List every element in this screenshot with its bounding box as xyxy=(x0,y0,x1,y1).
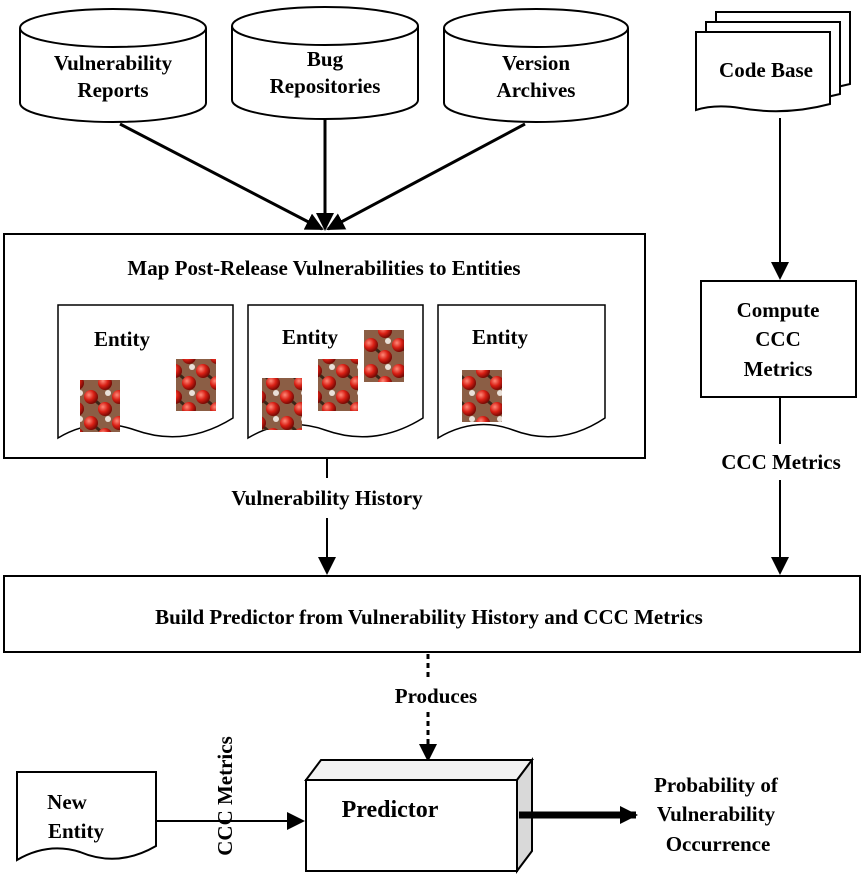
vulnerability-reports-line1: Vulnerability xyxy=(54,51,173,75)
code-base-document-stack: Code Base xyxy=(695,11,851,113)
entity-label-2: Entity xyxy=(282,325,339,349)
source-to-map-arrows xyxy=(119,120,526,231)
entity-document-2: Entity xyxy=(247,304,424,440)
predictor-box: Predictor xyxy=(304,757,534,874)
entity-label-3: Entity xyxy=(472,325,529,349)
map-box-title: Map Post-Release Vulnerabilities to Enti… xyxy=(127,256,520,280)
vulnerability-reports-line2: Reports xyxy=(77,78,148,102)
molecule-image xyxy=(364,330,404,382)
molecule-image xyxy=(318,359,358,411)
molecule-image xyxy=(262,378,302,430)
new-entity-to-predictor-edge: CCC Metrics xyxy=(156,736,305,856)
vulnerability-history-label: Vulnerability History xyxy=(231,486,423,510)
entity-document-3: Entity xyxy=(437,304,606,440)
vulnerability-reports-db: Vulnerability Reports xyxy=(19,8,207,123)
produces-label: Produces xyxy=(395,684,477,708)
compute-ccc-metrics-box: Compute CCC Metrics xyxy=(700,280,857,398)
code-base-label: Code Base xyxy=(719,58,813,82)
build-predictor-box: Build Predictor from Vulnerability Histo… xyxy=(3,575,861,653)
compute-box-line2: CCC xyxy=(755,327,801,351)
ccc-metrics-edge: CCC Metrics xyxy=(721,397,841,575)
new-entity-line1: New xyxy=(47,790,87,814)
output-line1: Probability of xyxy=(654,773,779,797)
map-vulnerabilities-box: Map Post-Release Vulnerabilities to Enti… xyxy=(3,233,646,459)
molecule-image xyxy=(462,370,502,422)
entity-document-1: Entity xyxy=(57,304,234,440)
new-entity-line2: Entity xyxy=(48,819,105,843)
molecule-image xyxy=(80,380,120,432)
compute-box-line3: Metrics xyxy=(744,357,813,381)
bug-repositories-line2: Repositories xyxy=(270,74,381,98)
molecule-image xyxy=(176,359,216,411)
vulnerability-history-edge: Vulnerability History xyxy=(231,459,423,575)
bug-repositories-db: Bug Repositories xyxy=(231,6,419,120)
version-archives-line1: Version xyxy=(502,51,570,75)
version-archives-db: Version Archives xyxy=(443,8,629,123)
output-line2: Vulnerability xyxy=(657,802,776,826)
new-entity-document: New Entity xyxy=(16,771,157,862)
probability-output: Probability of Vulnerability Occurrence xyxy=(654,773,779,856)
version-archives-line2: Archives xyxy=(497,78,576,102)
new-entity-ccc-metrics-label: CCC Metrics xyxy=(213,736,237,856)
predictor-label: Predictor xyxy=(342,797,439,823)
entity-label-1: Entity xyxy=(94,327,151,351)
output-line3: Occurrence xyxy=(666,832,771,856)
compute-box-line1: Compute xyxy=(737,298,820,322)
produces-edge: Produces xyxy=(395,654,477,762)
build-predictor-title: Build Predictor from Vulnerability Histo… xyxy=(155,605,703,629)
bug-repositories-line1: Bug xyxy=(307,47,344,71)
ccc-metrics-label: CCC Metrics xyxy=(721,450,841,474)
